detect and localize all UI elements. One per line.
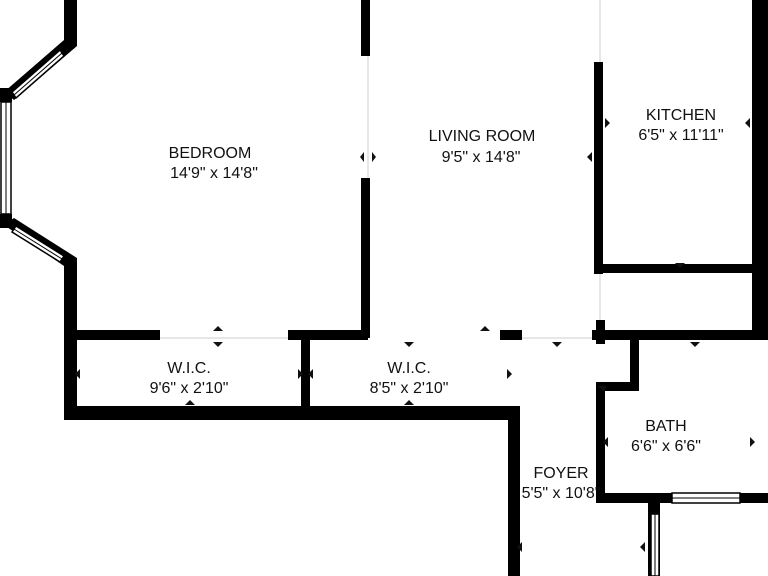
room-bedroom: BEDROOM 14'9" x 14'8" (169, 145, 258, 182)
dimension-ticks (75, 118, 755, 552)
room-foyer: FOYER 5'5" x 10'8" (522, 465, 601, 502)
wic-left-name: W.I.C. (167, 360, 211, 377)
foyer-window (650, 513, 660, 576)
windows (0, 48, 741, 576)
wic-right-dims: 8'5" x 2'10" (370, 380, 449, 397)
bay-window-upper (11, 48, 65, 100)
foyer-name: FOYER (533, 465, 588, 482)
room-bath: BATH 6'6" x 6'6" (631, 418, 701, 455)
bedroom-name: BEDROOM (169, 145, 252, 162)
bath-name: BATH (645, 418, 686, 435)
room-wic-right: W.I.C. 8'5" x 2'10" (370, 360, 449, 397)
kitchen-name: KITCHEN (646, 107, 716, 124)
room-living: LIVING ROOM 9'5" x 14'8" (429, 128, 536, 166)
thin-lines (160, 0, 601, 339)
bath-window (671, 492, 741, 504)
living-room-name: LIVING ROOM (429, 128, 536, 145)
living-room-dims: 9'5" x 14'8" (442, 149, 521, 166)
kitchen-dims: 6'5" x 11'11" (638, 127, 723, 144)
wic-left-dims: 9'6" x 2'10" (150, 380, 229, 397)
wic-right-name: W.I.C. (387, 360, 431, 377)
bay-window-middle (0, 101, 12, 215)
bath-dims: 6'6" x 6'6" (631, 438, 701, 455)
bay-window-lower (10, 224, 66, 264)
room-kitchen: KITCHEN 6'5" x 11'11" (638, 107, 723, 144)
room-wic-left: W.I.C. 9'6" x 2'10" (150, 360, 229, 397)
foyer-dims: 5'5" x 10'8" (522, 485, 601, 502)
bedroom-dims: 14'9" x 14'8" (170, 165, 258, 182)
